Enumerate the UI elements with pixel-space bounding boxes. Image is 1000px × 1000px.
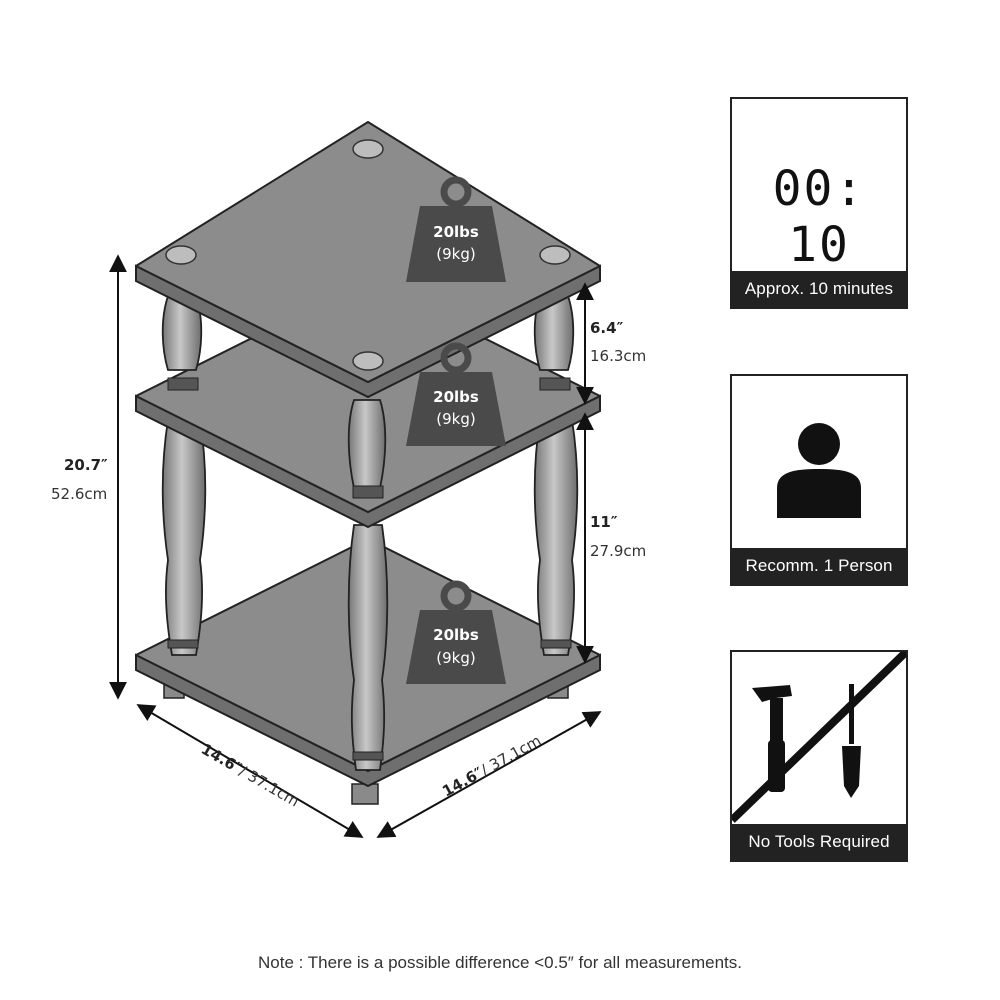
width-left-cm: / 37.1cm — [236, 762, 302, 811]
dimension-lines — [109, 254, 602, 838]
upper-legs — [161, 295, 575, 499]
no-tools-badge: No Tools Required — [729, 649, 909, 862]
height-cm-label: 52.6cm — [51, 485, 107, 503]
weight-icon-top: 20lbs (9kg) — [406, 176, 506, 282]
width-right-cm: / 37.1cm — [478, 731, 545, 779]
width-right-inches: 14.6″ — [439, 763, 486, 800]
no-tools-caption: No Tools Required — [732, 824, 906, 860]
assembly-time-caption: Approx. 10 minutes — [732, 271, 906, 307]
weight-lbs-middle: 20lbs — [433, 388, 479, 406]
digital-clock-icon: 00: 10 — [772, 161, 866, 273]
assembly-time-badge: 00: 10 Approx. 10 minutes — [730, 97, 908, 309]
hammer-icon — [752, 685, 792, 792]
weight-kg-middle: (9kg) — [436, 410, 475, 428]
weight-lbs-top: 20lbs — [433, 223, 479, 241]
height-inches-label: 20.7″ — [64, 456, 108, 474]
width-left-label: 14.6″ / 37.1cm — [198, 740, 302, 811]
top-gap-inches-label: 6.4″ — [590, 319, 624, 337]
weight-kg-top: (9kg) — [436, 245, 475, 263]
weight-icon-bottom: 20lbs (9kg) — [406, 580, 506, 684]
width-left-inches: 14.6″ — [198, 740, 245, 778]
measurement-note: Note : There is a possible difference <0… — [257, 953, 742, 972]
weight-lbs-bottom: 20lbs — [433, 626, 479, 644]
weight-kg-bottom: (9kg) — [436, 649, 475, 667]
person-icon — [777, 423, 861, 518]
persons-caption: Recomm. 1 Person — [732, 548, 906, 584]
lower-legs — [161, 419, 579, 771]
top-gap-cm-label: 16.3cm — [590, 347, 646, 365]
weight-icon-middle: 20lbs (9kg) — [406, 342, 506, 446]
screwdriver-icon — [842, 684, 861, 798]
lower-gap-cm-label: 27.9cm — [590, 542, 646, 560]
top-shelf — [135, 121, 601, 399]
lower-gap-inches-label: 11″ — [590, 513, 618, 531]
no-tools-icon — [729, 649, 909, 823]
persons-badge: Recomm. 1 Person — [730, 374, 908, 586]
